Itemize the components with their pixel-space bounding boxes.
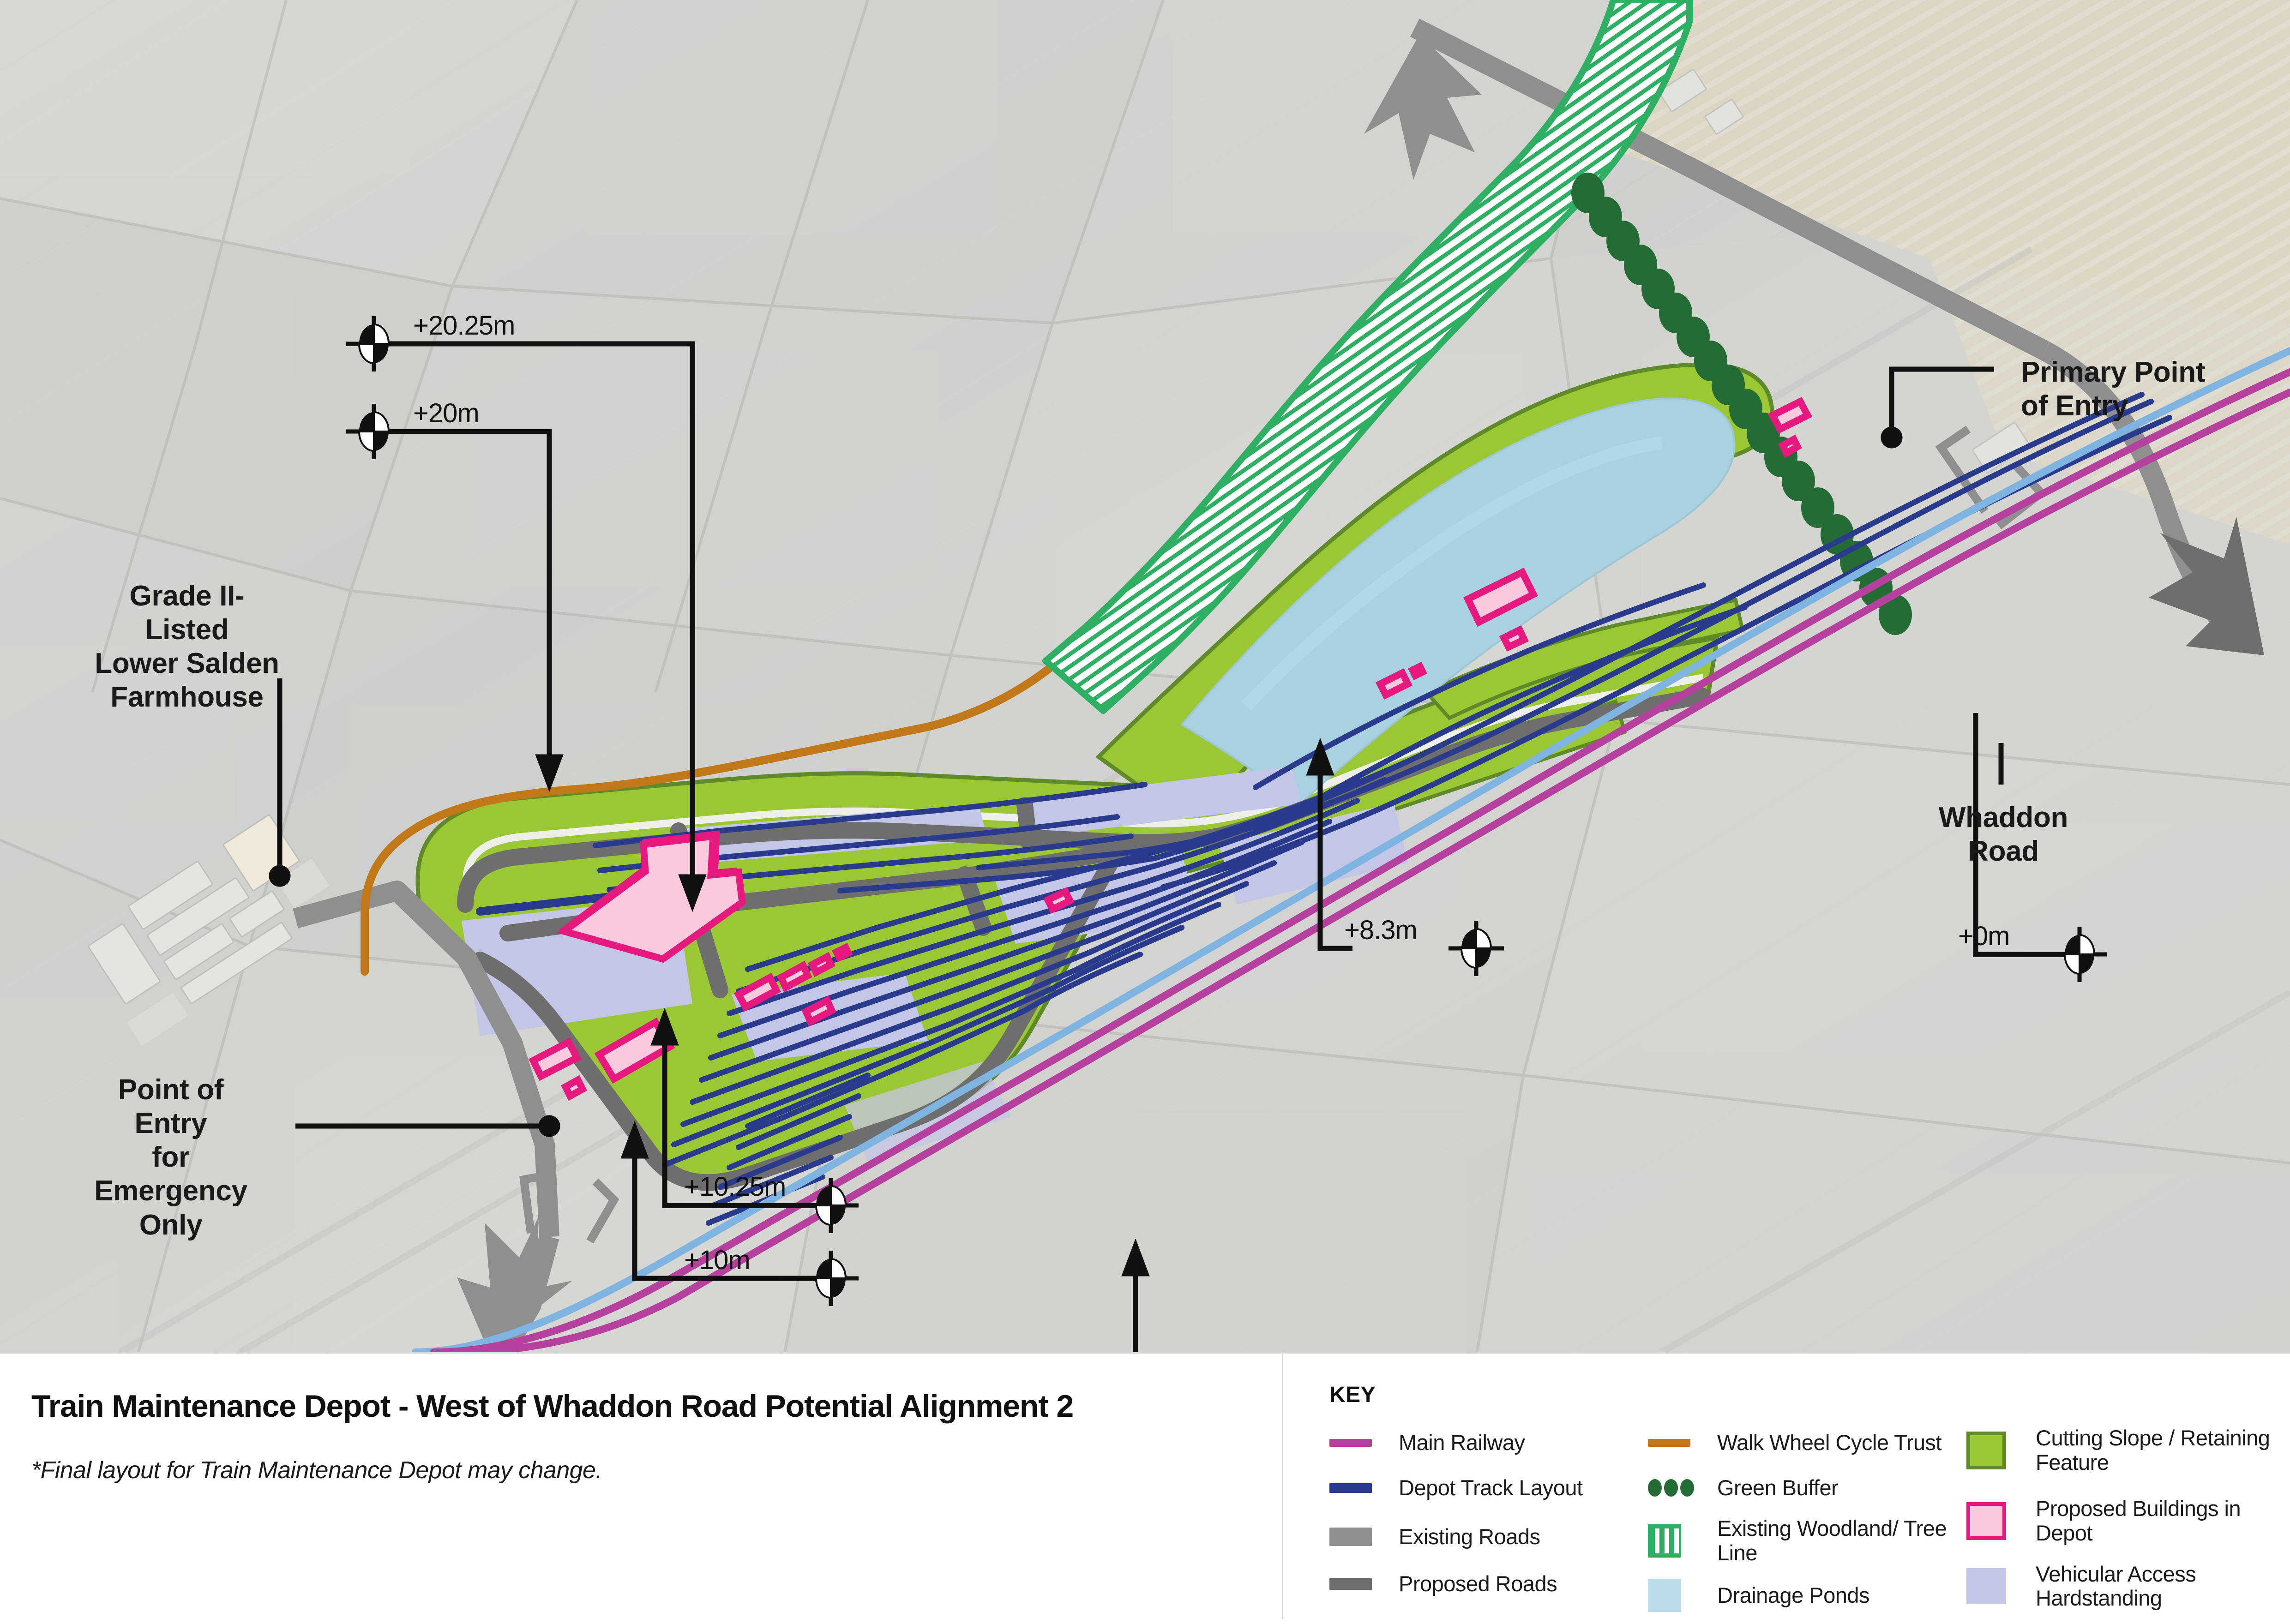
- walk-wheel-cycle-trust-swatch: [1648, 1438, 1717, 1447]
- legend-column-2: Walk Wheel Cycle Trust Green Buffer: [1648, 1426, 1966, 1624]
- existing-roads-swatch: [1329, 1528, 1399, 1546]
- legend-item-existing-roads: Existing Roads: [1329, 1520, 1648, 1553]
- legend-item-drainage-ponds: Drainage Ponds: [1648, 1579, 1966, 1612]
- elevation-label-0m: +0m: [1958, 921, 2010, 951]
- map-graphics: [0, 0, 2290, 1352]
- legend-label-main-railway: Main Railway: [1399, 1430, 1525, 1455]
- legend-item-green-buffer: Green Buffer: [1648, 1471, 1966, 1504]
- existing-woodland-tree-line: [1042, 0, 1693, 714]
- legend-item-main-railway: Main Railway: [1329, 1426, 1648, 1459]
- tree-dots-icon: [1648, 1479, 1717, 1497]
- legend-title: KEY: [1329, 1383, 1376, 1407]
- annotation-grade-ii-farmhouse: Grade II-Listed Lower Salden Farmhouse: [95, 580, 279, 713]
- legend-label-cutting-slope: Cutting Slope / Retaining Feature: [2036, 1426, 2270, 1474]
- legend-item-existing-woodland: Existing Woodland/ Tree Line: [1648, 1516, 1966, 1565]
- legend-label-depot-track-layout: Depot Track Layout: [1399, 1475, 1583, 1500]
- legend-label-drainage-ponds: Drainage Ponds: [1717, 1582, 1870, 1607]
- drainage-pond: [1180, 397, 1736, 809]
- aerial-farmstead: [88, 814, 329, 1046]
- depot-track-swatch: [1329, 1483, 1399, 1493]
- legend-panel: KEY Main Railway Depot Track Layout: [1283, 1354, 2290, 1619]
- vehicular-access-swatch: [1966, 1568, 2036, 1605]
- legend-columns: Main Railway Depot Track Layout Existing…: [1329, 1426, 2290, 1624]
- elevation-markers: [346, 316, 2107, 1306]
- legend-label-existing-roads: Existing Roads: [1399, 1524, 1540, 1549]
- elevation-label-8-3m: +8.3m: [1344, 915, 1418, 945]
- legend-item-vehicular-access: Vehicular Access Hardstanding: [1966, 1562, 2271, 1611]
- depot-track-layout: [476, 392, 2172, 1226]
- legend-column-1: Main Railway Depot Track Layout Existing…: [1329, 1426, 1648, 1624]
- cutting-slope-swatch: [1966, 1431, 2036, 1469]
- footer-title-block: Train Maintenance Depot - West of Whaddo…: [0, 1354, 1283, 1619]
- annotation-primary-point-of-entry: Primary Point of Entry: [2021, 356, 2206, 422]
- existing-road-arrow-south: [457, 1218, 572, 1348]
- footer-panel: Train Maintenance Depot - West of Whaddo…: [0, 1352, 2290, 1619]
- annotation-point-of-entry-emergency: Point of Entry for Emergency Only: [94, 1074, 247, 1241]
- annotation-whaddon-road: Whaddon Road: [1938, 802, 2068, 868]
- proposed-roads-swatch: [1329, 1578, 1399, 1590]
- existing-road-arrow-northwest: [1364, 35, 1482, 180]
- legend-item-cutting-slope: Cutting Slope / Retaining Feature: [1966, 1426, 2271, 1474]
- main-railway-swatch: [1329, 1438, 1399, 1447]
- proposed-buildings-in-depot: [528, 397, 1813, 1101]
- aerial-outbuildings: [1658, 69, 2030, 473]
- legend-label-proposed-roads: Proposed Roads: [1399, 1571, 1557, 1596]
- legend-label-walk-wheel-cycle-trust: Walk Wheel Cycle Trust: [1717, 1430, 1942, 1455]
- elevation-label-20m: +20m: [413, 398, 480, 428]
- legend-column-3: Cutting Slope / Retaining Feature Propos…: [1966, 1426, 2271, 1624]
- elevation-label-20-25m: +20.25m: [413, 311, 515, 341]
- legend-item-proposed-roads: Proposed Roads: [1329, 1567, 1648, 1600]
- legend-label-vehicular-access: Vehicular Access Hardstanding: [2036, 1561, 2196, 1611]
- elevation-label-10m: +10m: [684, 1245, 751, 1275]
- elevation-label-10-25m: +10.25m: [684, 1172, 786, 1202]
- legend-item-proposed-buildings: Proposed Buildings in Depot: [1966, 1496, 2271, 1545]
- legend-label-existing-woodland: Existing Woodland/ Tree Line: [1717, 1516, 1947, 1565]
- drainage-ponds-swatch: [1648, 1579, 1717, 1612]
- woodland-hatch-swatch: [1648, 1524, 1717, 1558]
- site-plan-map: Grade II-Listed Lower Salden Farmhouse P…: [0, 0, 2290, 1352]
- legend-label-proposed-buildings: Proposed Buildings in Depot: [2036, 1496, 2241, 1545]
- annotation-leaders: [269, 341, 2068, 1352]
- legend-item-depot-track-layout: Depot Track Layout: [1329, 1471, 1648, 1504]
- existing-road-arrow-southeast: [2149, 517, 2264, 655]
- proposed-buildings-swatch: [1966, 1502, 2036, 1540]
- legend-item-walk-wheel-cycle-trust: Walk Wheel Cycle Trust: [1648, 1426, 1966, 1459]
- footer-disclaimer: *Final layout for Train Maintenance Depo…: [31, 1457, 602, 1484]
- page-title: Train Maintenance Depot - West of Whaddo…: [31, 1389, 1074, 1424]
- legend-label-green-buffer: Green Buffer: [1717, 1475, 1839, 1500]
